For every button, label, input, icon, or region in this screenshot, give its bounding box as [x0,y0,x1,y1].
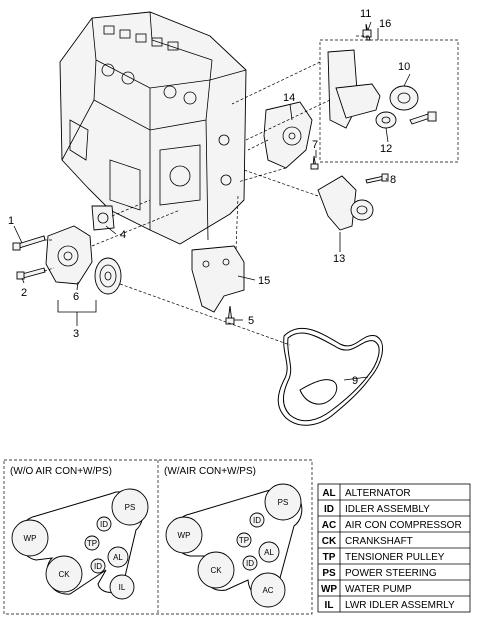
legend-code-al: AL [322,488,335,499]
legend-code-il: IL [325,600,334,611]
left-pulley-id-upper: ID [100,520,108,529]
engine-bracket [191,245,245,313]
bolt-11 [362,23,372,41]
left-pulley-ps: PS [125,503,136,512]
tensioner-assembly [319,39,459,163]
legend-code-id: ID [324,504,334,515]
right-pulley-al: AL [264,548,274,557]
legend-desc-ps: POWER STEERING [345,568,437,579]
callout-2: 2 [21,287,27,299]
water-pump [45,225,122,295]
tensioner-bracket [263,101,313,169]
callout-numbers: 1 2 3 4 5 6 7 8 9 10 11 12 13 14 15 16 [8,8,410,387]
callout-4: 4 [120,229,126,241]
callout-14: 14 [283,92,295,104]
callout-12: 12 [380,143,392,155]
bolt-2 [16,267,46,280]
bolt-1 [12,235,46,251]
callout-1: 1 [8,215,14,227]
bolt-8 [365,173,389,184]
callout-9: 9 [352,375,358,387]
right-pulley-id-lower: ID [246,559,254,568]
belt-routing-panels: (W/O AIR CON+W/PS) PS WP ID TP AL CK ID … [3,459,313,615]
routing-left: PS WP ID TP AL CK ID IL [11,488,149,600]
left-pulley-il: IL [119,583,126,592]
gasket [91,205,115,231]
right-pulley-tp: TP [239,536,249,545]
left-pulley-ck: CK [58,570,70,579]
callout-leaders [13,21,411,381]
legend-code-tp: TP [323,552,336,563]
bolt-5 [225,305,235,325]
legend-desc-ck: CRANKSHAFT [345,536,413,547]
callout-3: 3 [73,328,79,340]
routing-left-title: (W/O AIR CON+W/PS) [10,466,112,477]
routing-right-title: (W/AIR CON+W/PS) [164,466,256,477]
right-pulley-ps: PS [278,498,289,507]
right-pulley-ac: AC [262,586,273,595]
legend-code-ac: AC [322,520,336,531]
right-pulley-id-upper: ID [253,516,261,525]
bolt-7 [310,155,319,170]
callout-10: 10 [398,61,410,73]
right-pulley-ck: CK [210,566,222,575]
callout-15: 15 [258,275,270,287]
left-pulley-id-lower: ID [94,562,102,571]
callout-5: 5 [248,315,254,327]
engine-block [59,11,247,245]
legend-desc-ac: AIR CON COMPRESSOR [345,520,462,531]
legend-desc-tp: TENSIONER PULLEY [345,552,445,563]
callout-6: 6 [73,291,79,303]
right-pulley-wp: WP [178,531,191,540]
legend-code-ps: PS [322,568,336,579]
idler-assembly [317,175,374,231]
legend-desc-wp: WATER PUMP [345,584,412,595]
callout-11: 11 [360,8,371,20]
callout-8: 8 [390,174,396,186]
left-pulley-tp: TP [87,539,97,548]
legend-table: AL ALTERNATOR ID IDLER ASSEMBLY AC AIR C… [317,483,471,613]
legend-desc-il: LWR IDLER ASSEMRLY [345,600,455,611]
legend-desc-id: IDLER ASSEMBLY [345,504,430,515]
left-pulley-al: AL [113,553,123,562]
callout-16: 16 [379,18,391,30]
guide-lines [43,35,370,346]
routing-right: PS WP ID TP AL CK ID AC [165,483,303,608]
left-pulley-wp: WP [24,534,37,543]
legend-code-ck: CK [322,536,337,547]
legend-code-wp: WP [321,584,337,595]
drive-belt [277,327,384,426]
callout-7: 7 [312,139,318,151]
legend-desc-al: ALTERNATOR [345,488,411,499]
callout-13: 13 [333,253,345,265]
